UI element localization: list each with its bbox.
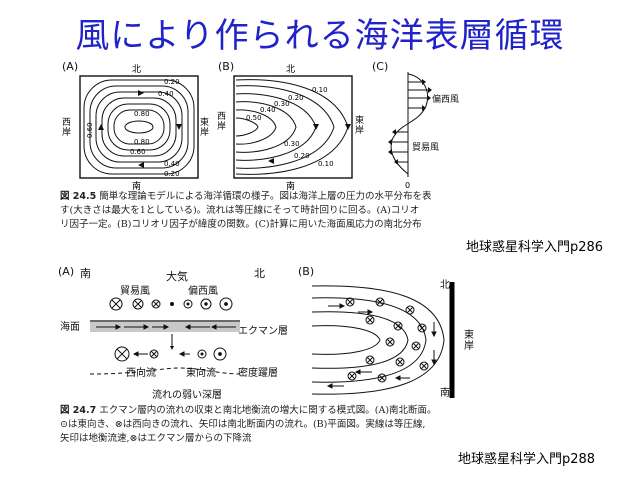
reference-p288: 地球惑星科学入門p288 [458,452,596,467]
east-coast-label-b: 東岸 [355,116,365,136]
atmosphere-label: 大気 [166,270,188,283]
caption-line: エクマン層内の流れの収束と南北地衡流の増大に関する模式図。(A)南北断面。 [99,405,437,416]
westerlies-label: 偏西風 [432,95,460,105]
panel-c-label: (C) [372,60,389,73]
west-coast-label: 西岸 [62,118,72,138]
caption-number: 図 24.7 [60,405,97,416]
east-coast-label-24-7: 東岸 [464,330,474,352]
north-label-24-7: 北 [254,267,265,280]
westerlies-label-24-7: 偏西風 [188,286,218,297]
panel-c-wind-profile: 0 [388,72,432,190]
weak-deep-layer-label: 流れの弱い深層 [152,390,222,401]
contour-label: 0.20 [294,152,310,160]
zero-label: 0 [405,181,410,190]
panel-b-label: (B) [218,60,235,73]
north-label: 北 [132,64,141,75]
contour-label: 0.20 [164,170,180,178]
panel-a-label: (A) [62,60,79,73]
caption-line: 矢印は地衡流速,⊗はエクマン層からの下降流 [60,433,252,444]
caption-line: ⊙は東向き、⊗は西向きの流れ、矢印は南北断面内の流れ。(B)平面図。実線は等圧線… [60,419,426,430]
panel-b-label-24-7: (B) [298,265,315,278]
contour-label: 0.40 [158,90,174,98]
geostrophic-flow-symbols [114,346,227,362]
south-label-b: 南 [440,388,450,399]
westward-flow-label: 西向流 [126,368,156,379]
south-label: 南 [132,180,141,192]
slide-title: 風により作られる海洋表層循環 [75,16,565,56]
panel-a-contour-plot: 北 0.20 0.40 0.60 0.80 0.80 0.60 0.40 0.2… [79,64,199,192]
caption-line: 簡単な理論モデルによる海洋循環の様子。図は海洋上層の圧力の水平分布を表 [99,191,432,202]
contour-label: 0.30 [274,100,290,108]
caption-number: 図 24.5 [60,191,97,202]
north-label: 北 [286,64,295,75]
contour-label: 0.30 [284,140,300,148]
panel-b-plan-view [311,282,455,398]
west-coast-label-b: 西岸 [217,112,227,132]
north-label-b: 北 [440,280,450,291]
trades-label-24-7: 貿易風 [120,286,150,297]
contour-label: 0.50 [246,114,262,122]
caption-line: リ因子一定。(B)コリオリ因子が緯度の関数。(C)計算に用いた海面風応力の南北分… [60,219,422,230]
contour-label: 0.10 [312,86,328,94]
south-label: 南 [286,180,295,192]
contour-label: 0.20 [164,78,180,86]
ekman-layer-label: エクマン層 [238,326,288,337]
east-coast-label: 東岸 [200,118,210,138]
contour-label: 0.80 [134,138,150,146]
figure-24-7-caption: 図 24.7 エクマン層内の流れの収束と南北地衡流の増大に関する模式図。(A)南… [60,404,500,446]
contour-label: 0.20 [288,94,304,102]
eastward-flow-label: 東向流 [186,368,216,379]
density-layer-label: 密度躍層 [238,368,278,379]
contour-label: 0.60 [86,122,94,138]
contour-label: 0.10 [318,160,334,168]
panel-a-label-24-7: (A) [58,265,75,278]
contour-label: 0.80 [134,110,150,118]
panel-b-contour-plot: 北 0.10 0.20 0.30 0.40 0.50 0.10 0.30 0.2… [233,64,353,192]
panel-a-section-diagram [89,297,241,375]
south-label-24-7: 南 [80,267,91,280]
contour-label: 0.60 [130,148,146,156]
caption-line: す(大きさは最大を1としている)。流れは等圧線にそって時計回りに回る。(A)コリ… [60,205,420,216]
reference-p286: 地球惑星科学入門p286 [466,240,604,255]
sea-surface-label: 海面 [60,322,80,333]
trades-label: 貿易風 [412,143,440,153]
wind-symbol-row [109,297,233,311]
contour-label: 0.40 [260,106,276,114]
figure-24-5-caption: 図 24.5 簡単な理論モデルによる海洋循環の様子。図は海洋上層の圧力の水平分布… [60,190,490,232]
downwelling-symbols [345,297,429,383]
contour-label: 0.40 [164,160,180,168]
